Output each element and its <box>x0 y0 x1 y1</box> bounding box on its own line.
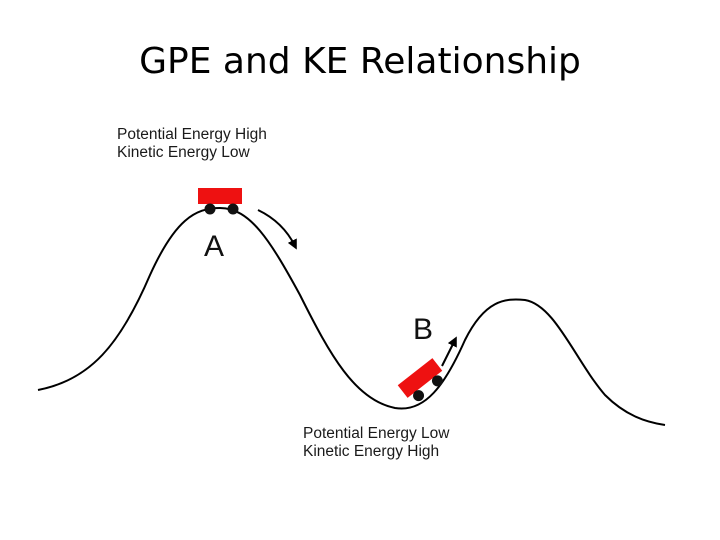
point-b-energy-label: Potential Energy Low Kinetic Energy High <box>303 425 449 461</box>
cart-a-wheel-left <box>204 203 216 215</box>
point-a-label-line2: Kinetic Energy Low <box>117 144 250 161</box>
point-a-energy-label: Potential Energy High Kinetic Energy Low <box>117 126 267 162</box>
cart-a-body <box>198 188 242 204</box>
cart-b-wheel-left <box>413 390 425 402</box>
arrow-a-icon <box>257 209 297 250</box>
arrow-b-icon <box>441 336 457 367</box>
cart-a-wheel-right <box>227 203 239 215</box>
cart-a <box>198 188 242 215</box>
cart-b-wheel-right <box>431 375 443 387</box>
point-b-letter: B <box>413 313 434 346</box>
track-curve <box>37 206 666 426</box>
cart-b <box>397 358 443 402</box>
point-b-label-line2: Kinetic Energy High <box>303 443 440 460</box>
point-a-letter: A <box>204 230 225 263</box>
cart-b-body <box>397 358 443 398</box>
point-b-label-line1: Potential Energy Low <box>303 425 450 442</box>
slide-title: GPE and KE Relationship <box>139 41 581 82</box>
point-a-label-line1: Potential Energy High <box>117 126 267 143</box>
